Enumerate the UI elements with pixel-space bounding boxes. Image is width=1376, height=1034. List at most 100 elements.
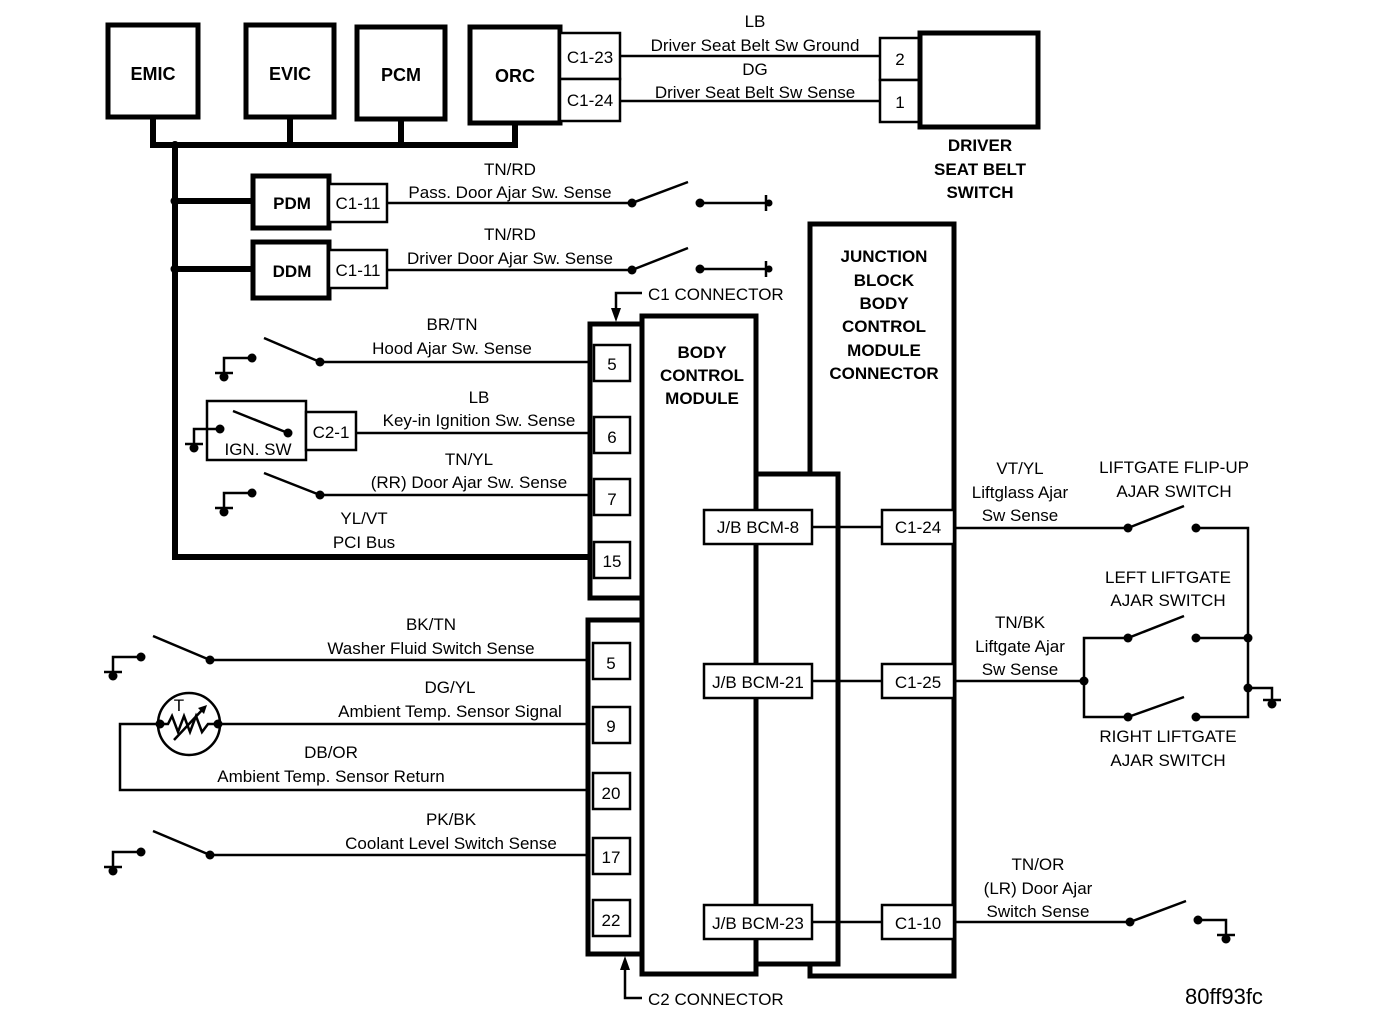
seat-belt-sense-wire: DG Driver Seat Belt Sw Sense bbox=[620, 60, 880, 103]
c2-connector-callout: C2 CONNECTOR bbox=[620, 956, 784, 1009]
svg-text:TN/OR: TN/OR bbox=[1012, 855, 1065, 874]
orc-module: ORC bbox=[467, 24, 563, 126]
svg-text:C1 CONNECTOR: C1 CONNECTOR bbox=[648, 285, 784, 304]
ign-sw-label: IGN. SW bbox=[224, 440, 291, 459]
svg-text:CONTROL: CONTROL bbox=[660, 366, 744, 385]
svg-text:C1-11: C1-11 bbox=[335, 261, 380, 280]
ground-icon bbox=[213, 371, 235, 383]
svg-text:BK/TN: BK/TN bbox=[406, 615, 456, 634]
c1-connector-callout: C1 CONNECTOR bbox=[611, 285, 784, 322]
svg-text:MODULE: MODULE bbox=[665, 389, 739, 408]
svg-text:JUNCTION: JUNCTION bbox=[841, 247, 928, 266]
c2-pin-9: 9 bbox=[606, 717, 615, 736]
svg-text:Driver Door Ajar Sw. Sense: Driver Door Ajar Sw. Sense bbox=[407, 249, 613, 268]
c1-pin-15: 15 bbox=[603, 552, 622, 571]
ground-icon bbox=[183, 442, 205, 454]
washer-fluid-circuit: BK/TN Washer Fluid Switch Sense bbox=[102, 615, 588, 682]
svg-text:LB: LB bbox=[469, 388, 490, 407]
svg-text:C1-10: C1-10 bbox=[895, 914, 941, 933]
c1-pin-6: 6 bbox=[607, 428, 616, 447]
wire-name: Driver Seat Belt Sw Sense bbox=[655, 83, 855, 102]
svg-text:PDM: PDM bbox=[273, 194, 311, 213]
svg-text:Hood Ajar Sw. Sense: Hood Ajar Sw. Sense bbox=[372, 339, 532, 358]
bcm-jb-bridge bbox=[753, 471, 841, 967]
svg-text:C1-24: C1-24 bbox=[567, 91, 613, 110]
svg-text:YL/VT: YL/VT bbox=[340, 509, 387, 528]
diagram-id: 80ff93fc bbox=[1185, 984, 1263, 1009]
svg-text:C1-11: C1-11 bbox=[335, 194, 380, 213]
svg-text:SEAT BELT: SEAT BELT bbox=[934, 160, 1027, 179]
jb-row-2: J/B BCM-21 C1-25 bbox=[702, 662, 956, 700]
ground-icon bbox=[102, 670, 124, 682]
svg-text:TN/YL: TN/YL bbox=[445, 450, 493, 469]
svg-text:BODY: BODY bbox=[677, 343, 727, 362]
pdm-module: PDM C1-11 bbox=[170, 173, 389, 231]
svg-text:C1-25: C1-25 bbox=[895, 673, 941, 692]
svg-text:Switch Sense: Switch Sense bbox=[987, 902, 1090, 921]
svg-text:BODY: BODY bbox=[859, 294, 909, 313]
thermistor-icon: T bbox=[155, 691, 223, 757]
right-liftgate-ajar-switch: RIGHT LIFTGATE AJAR SWITCH bbox=[1099, 695, 1237, 770]
svg-text:PK/BK: PK/BK bbox=[426, 810, 477, 829]
svg-text:J/B BCM-8: J/B BCM-8 bbox=[717, 518, 799, 537]
c2-pin-5: 5 bbox=[606, 654, 615, 673]
svg-text:Liftgate Ajar: Liftgate Ajar bbox=[975, 637, 1065, 656]
c2-connector-block: 5 9 20 17 22 bbox=[585, 617, 645, 957]
svg-text:DG/YL: DG/YL bbox=[424, 678, 475, 697]
lr-door-ajar-circuit: TN/OR (LR) Door Ajar Switch Sense bbox=[954, 855, 1237, 945]
c1-pin-7: 7 bbox=[607, 490, 616, 509]
svg-text:Ambient Temp. Sensor Return: Ambient Temp. Sensor Return bbox=[217, 767, 444, 786]
driver-door-ajar-switch bbox=[627, 246, 773, 277]
ambient-temp-circuit: DG/YL Ambient Temp. Sensor Signal DB/OR … bbox=[118, 678, 588, 792]
svg-text:RIGHT LIFTGATE: RIGHT LIFTGATE bbox=[1099, 727, 1236, 746]
evic-module: EVIC bbox=[243, 22, 337, 120]
wire-name: Driver Seat Belt Sw Ground bbox=[651, 36, 860, 55]
svg-text:DB/OR: DB/OR bbox=[304, 743, 358, 762]
svg-text:C2-1: C2-1 bbox=[313, 423, 350, 442]
svg-text:C1-23: C1-23 bbox=[567, 48, 613, 67]
svg-text:TN/RD: TN/RD bbox=[484, 225, 536, 244]
liftgate-ground bbox=[1243, 683, 1283, 710]
c2-pin-20: 20 bbox=[602, 784, 621, 803]
svg-text:CONTROL: CONTROL bbox=[842, 317, 926, 336]
left-liftgate-ajar-switch: LEFT LIFTGATE AJAR SWITCH bbox=[1105, 568, 1253, 643]
key-in-ignition-circuit: IGN. SW C2-1 LB Key-in Ignition Sw. Sens… bbox=[183, 388, 590, 462]
ground-icon bbox=[1215, 933, 1237, 945]
svg-text:SWITCH: SWITCH bbox=[946, 183, 1013, 202]
emic-label: EMIC bbox=[131, 64, 176, 84]
pci-bus-label: YL/VT PCI Bus bbox=[333, 509, 395, 552]
svg-text:AJAR SWITCH: AJAR SWITCH bbox=[1110, 751, 1225, 770]
c2-pin-22: 22 bbox=[602, 911, 621, 930]
liftglass-ajar-circuit: VT/YL Liftglass Ajar Sw Sense bbox=[954, 459, 1128, 530]
svg-text:BR/TN: BR/TN bbox=[427, 315, 478, 334]
svg-text:C1-24: C1-24 bbox=[895, 518, 941, 537]
svg-text:TN/RD: TN/RD bbox=[484, 160, 536, 179]
body-control-module: BODY CONTROL MODULE bbox=[639, 313, 759, 977]
seat-belt-ground-wire: LB Driver Seat Belt Sw Ground bbox=[620, 12, 880, 58]
ground-icon bbox=[213, 506, 235, 518]
wire-color: DG bbox=[742, 60, 768, 79]
svg-text:Pass. Door Ajar Sw. Sense: Pass. Door Ajar Sw. Sense bbox=[408, 183, 611, 202]
emic-module: EMIC bbox=[105, 22, 201, 120]
svg-text:(LR) Door Ajar: (LR) Door Ajar bbox=[984, 879, 1093, 898]
svg-text:C2 CONNECTOR: C2 CONNECTOR bbox=[648, 990, 784, 1009]
svg-text:TN/BK: TN/BK bbox=[995, 613, 1046, 632]
svg-text:LEFT LIFTGATE: LEFT LIFTGATE bbox=[1105, 568, 1231, 587]
pin-2: 2 bbox=[895, 50, 904, 69]
jb-row-1: J/B BCM-8 C1-24 bbox=[702, 508, 956, 546]
pass-door-ajar-switch bbox=[627, 180, 773, 211]
driver-seat-belt-switch: 2 1 DRIVER SEAT BELT SWITCH bbox=[878, 30, 1041, 202]
ground-icon bbox=[102, 865, 124, 877]
liftgate-flip-up-ajar-switch: LIFTGATE FLIP-UP AJAR SWITCH bbox=[1099, 458, 1250, 719]
svg-text:Sw Sense: Sw Sense bbox=[982, 506, 1059, 525]
svg-text:J/B BCM-23: J/B BCM-23 bbox=[712, 914, 804, 933]
svg-text:Sw Sense: Sw Sense bbox=[982, 660, 1059, 679]
ddm-module: DDM C1-11 bbox=[170, 239, 389, 301]
svg-text:(RR) Door Ajar Sw. Sense: (RR) Door Ajar Sw. Sense bbox=[371, 473, 568, 492]
svg-text:Washer Fluid Switch Sense: Washer Fluid Switch Sense bbox=[327, 639, 534, 658]
svg-text:AJAR SWITCH: AJAR SWITCH bbox=[1110, 591, 1225, 610]
rr-door-ajar-circuit: TN/YL (RR) Door Ajar Sw. Sense bbox=[213, 450, 590, 518]
coolant-level-circuit: PK/BK Coolant Level Switch Sense bbox=[102, 810, 588, 877]
liftgate-ajar-circuit: TN/BK Liftgate Ajar Sw Sense bbox=[954, 613, 1128, 719]
